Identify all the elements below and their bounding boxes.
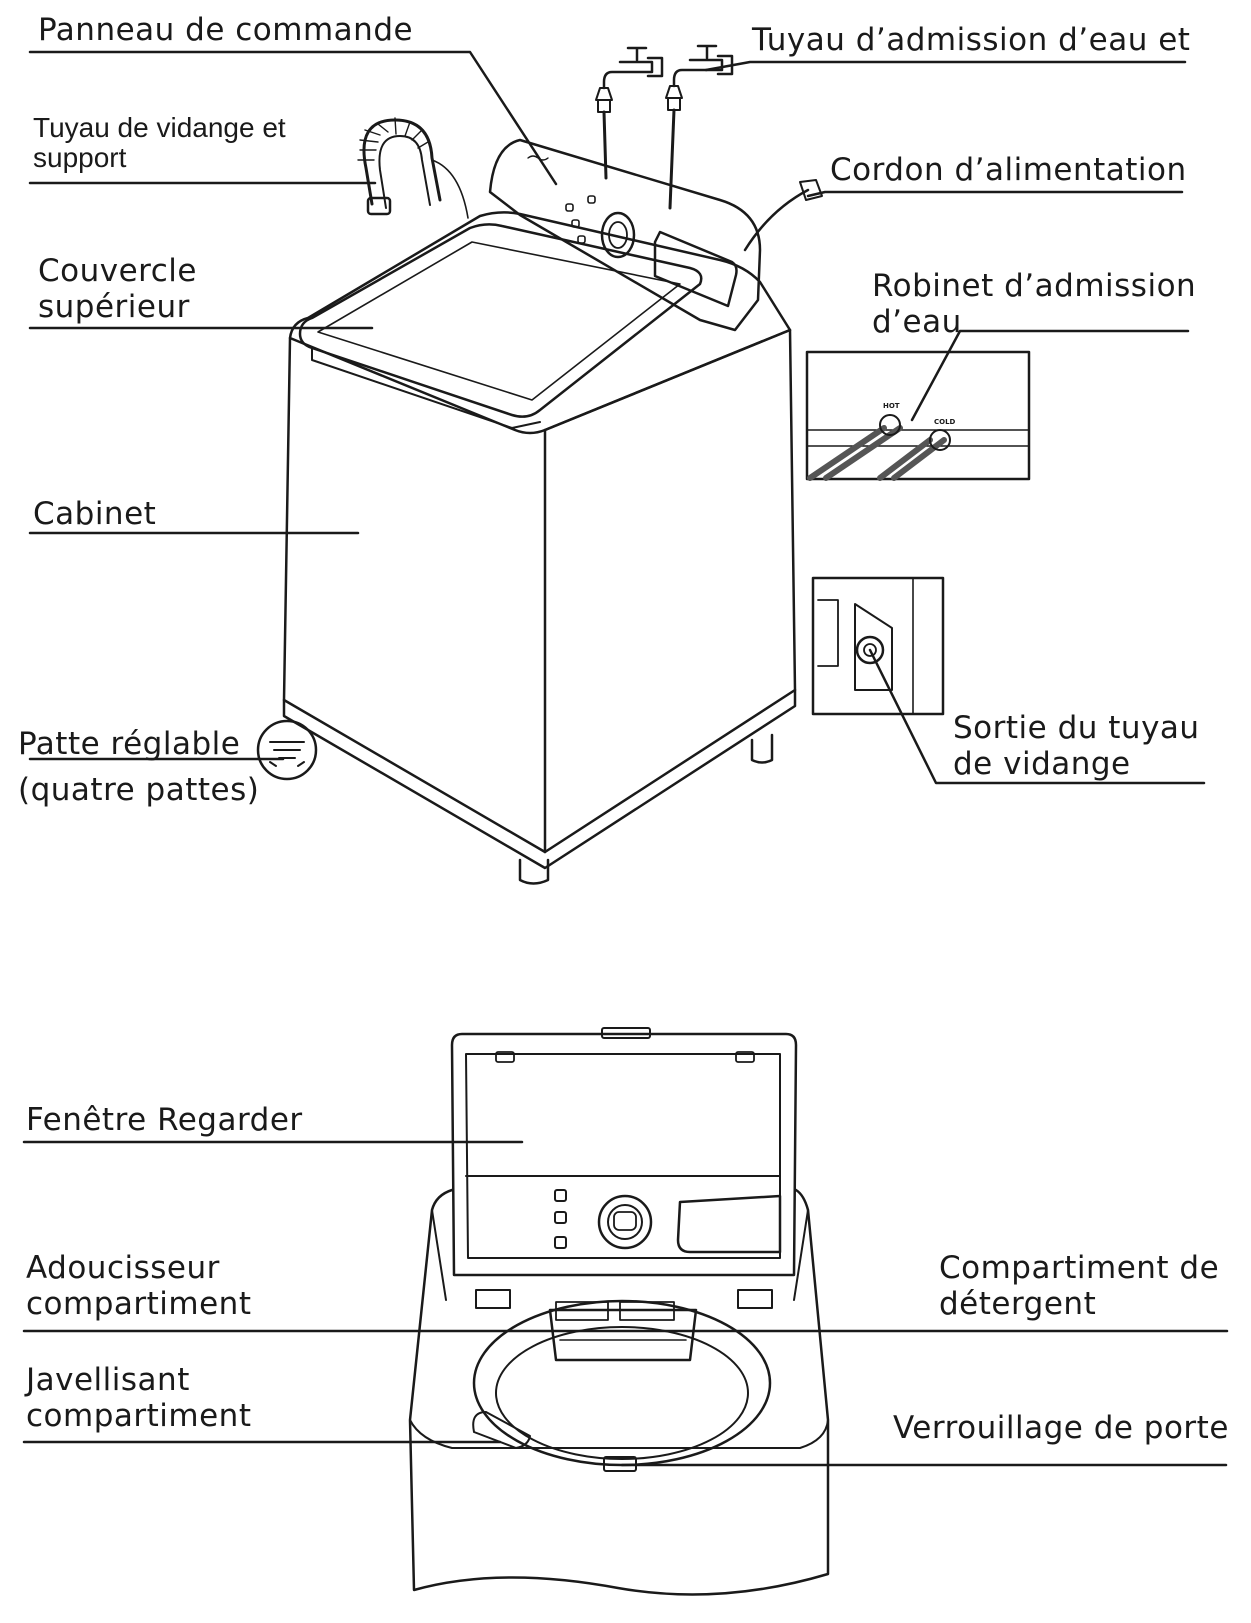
label-drain-hose: Tuyau de vidange et support	[33, 113, 286, 173]
foot-front	[518, 858, 550, 885]
console-knob	[600, 211, 636, 259]
label-bleach: Javellisant compartiment	[26, 1362, 251, 1434]
foot-right	[750, 733, 774, 764]
label-window: Fenêtre Regarder	[26, 1102, 303, 1138]
tub-opening	[472, 1299, 772, 1467]
label-softener-line2: compartiment	[26, 1286, 252, 1322]
label-inlet-valve: Robinet d’admission d’eau	[872, 268, 1196, 340]
cabinet-side	[543, 328, 797, 854]
label-drain-hose-line1: Tuyau de vidange et	[33, 112, 286, 143]
inset-drain-outlet	[811, 576, 945, 716]
control-console	[488, 138, 762, 332]
label-cabinet: Cabinet	[33, 496, 157, 532]
console-display	[653, 230, 738, 308]
label-adjustable-leg: Patte réglable (quatre pattes)	[18, 726, 259, 808]
label-bleach-line2: compartiment	[26, 1398, 252, 1434]
drain-hose	[357, 117, 469, 219]
label-power-cord: Cordon d’alimentation	[830, 152, 1187, 188]
lid-button-3	[554, 1236, 567, 1249]
label-water-inlet-hose: Tuyau d’admission d’eau et	[752, 22, 1191, 58]
cold-mark: COLD	[934, 418, 956, 426]
top-deck	[288, 211, 792, 435]
label-top-cover-line2: supérieur	[38, 289, 190, 325]
label-inlet-valve-line1: Robinet d’admission	[872, 268, 1197, 304]
console-button-3	[577, 235, 586, 244]
label-control-panel: Panneau de commande	[38, 12, 414, 48]
label-top-cover-line1: Couvercle	[38, 253, 197, 289]
bleach-dispenser	[472, 1411, 531, 1449]
top-cover	[298, 223, 703, 418]
lid-button-1	[554, 1189, 567, 1202]
washer-top-view: HOT COLD	[28, 44, 1206, 885]
label-detergent-line1: Compartiment de	[939, 1250, 1220, 1286]
open-lid	[450, 1032, 798, 1277]
label-bleach-line1: Javellisant	[26, 1362, 190, 1398]
console-button-1	[565, 203, 574, 212]
label-drain-hose-line2: support	[33, 142, 127, 173]
label-adjustable-leg-line1: Patte réglable	[18, 726, 241, 762]
lid-display	[676, 1194, 782, 1254]
cabinet-body	[282, 336, 547, 854]
label-softener: Adoucisseur compartiment	[26, 1250, 251, 1322]
label-inlet-valve-line2: d’eau	[872, 304, 962, 340]
label-detergent: Compartiment de détergent	[939, 1250, 1219, 1322]
washer-shell	[408, 1188, 830, 1596]
washer-open-view	[22, 1027, 1229, 1596]
label-softener-line1: Adoucisseur	[26, 1250, 220, 1286]
console-button-2	[571, 219, 580, 228]
power-cord	[743, 188, 810, 252]
label-adjustable-leg-line2: (quatre pattes)	[18, 772, 260, 808]
leg-magnifier	[256, 719, 318, 781]
label-detergent-line2: détergent	[939, 1286, 1097, 1322]
dispenser-tray	[548, 1308, 698, 1362]
lid-knob	[597, 1194, 653, 1250]
label-top-cover: Couvercle supérieur	[38, 253, 197, 325]
inset-inlet-valve: HOT COLD	[805, 350, 1031, 481]
label-drain-outlet-line2: de vidange	[953, 746, 1131, 782]
label-drain-outlet-line1: Sortie du tuyau	[953, 710, 1200, 746]
label-door-lock: Verrouillage de porte	[893, 1410, 1229, 1446]
label-drain-outlet: Sortie du tuyau de vidange	[953, 710, 1200, 782]
hot-mark: HOT	[883, 402, 900, 410]
lid-button-2	[554, 1211, 567, 1224]
